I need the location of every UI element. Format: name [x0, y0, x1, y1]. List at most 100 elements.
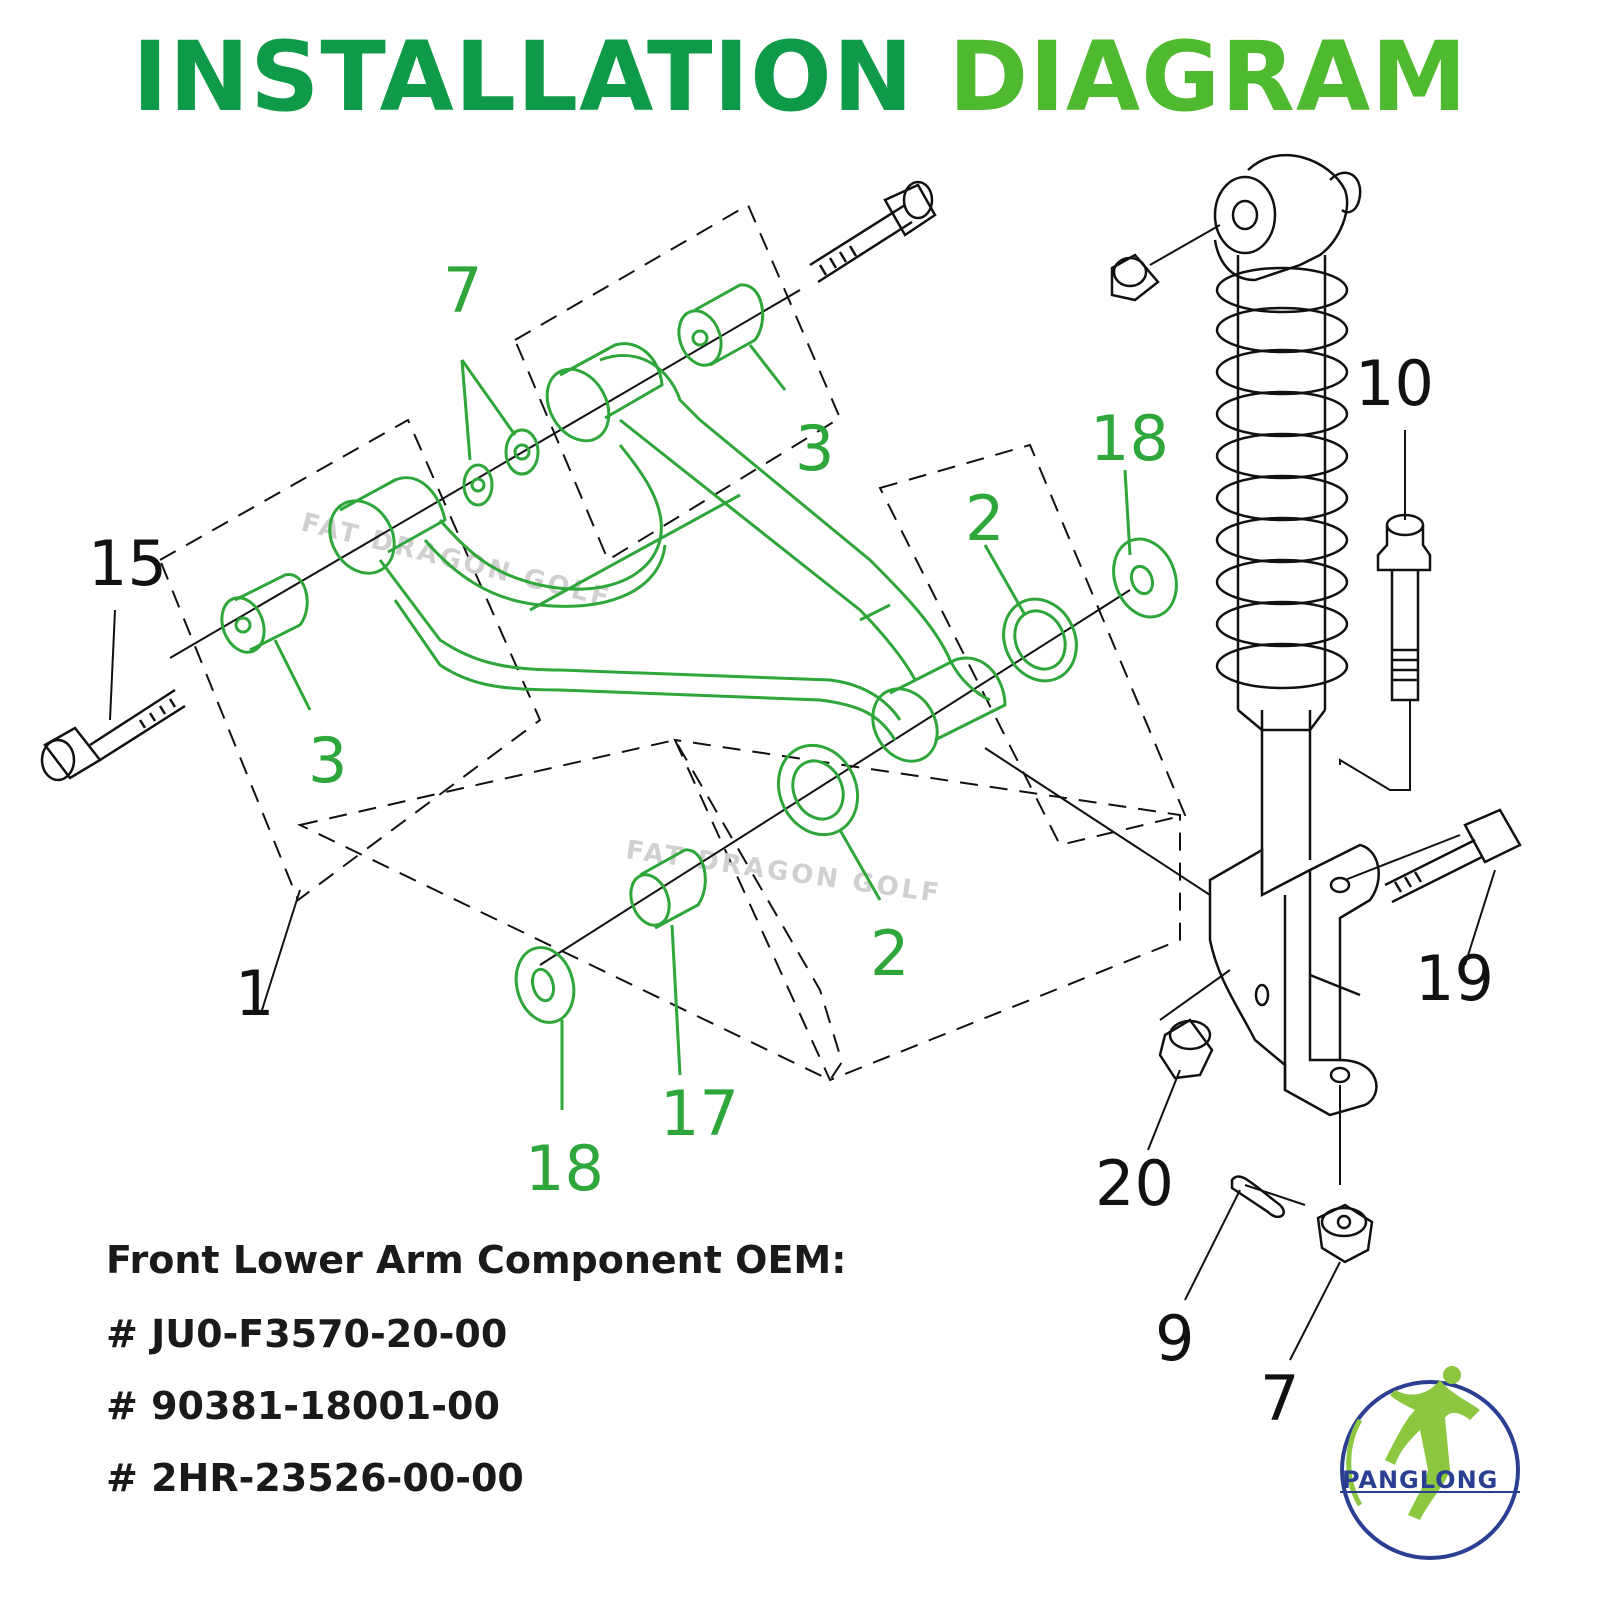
- spring-coil: [1215, 558, 1349, 606]
- leader-1: [261, 889, 301, 1011]
- callout-15: 15: [88, 527, 167, 600]
- bushing-3-rear-face: [220, 596, 266, 654]
- oem-heading: Front Lower Arm Component OEM:: [106, 1238, 847, 1282]
- bushing-2-lower-inner: [791, 759, 845, 821]
- leaders-black: [109, 430, 1496, 1361]
- leader-3-top: [748, 344, 787, 391]
- nut-20-face: [1168, 1019, 1212, 1051]
- a-arm-gusset-line-2: [859, 603, 891, 622]
- bolt-19-head: [1463, 808, 1522, 864]
- a-arm-lower-edge: [378, 559, 902, 721]
- washer-18-upper-bore: [1129, 564, 1155, 596]
- callout-20: 20: [1095, 1147, 1174, 1220]
- a-arm-upper-edge-inner: [619, 418, 917, 681]
- callout-19: 19: [1415, 942, 1494, 1015]
- axis-pin-9: [1244, 1184, 1306, 1206]
- castle-nut-7: [1316, 1203, 1374, 1264]
- callout-17: 17: [660, 1077, 739, 1150]
- callout-2-upper: 2: [965, 482, 1004, 555]
- callout-18-upper: 18: [1090, 402, 1169, 475]
- bolt-15-thread: [138, 698, 177, 729]
- axis-bolt-20: [1159, 969, 1231, 1021]
- oem-part-number: # 90381-18001-00: [106, 1384, 500, 1428]
- spring-coil: [1215, 600, 1349, 648]
- collar-7-b: [504, 428, 540, 476]
- shock-body-outline: [1236, 255, 1327, 710]
- knuckle-hole-lower: [1329, 1066, 1351, 1084]
- spring-coil: [1215, 516, 1349, 564]
- leader-17: [670, 924, 682, 1076]
- washer-18-lower-bore: [530, 967, 556, 1003]
- page-title: INSTALLATION DIAGRAM: [0, 22, 1600, 132]
- knuckle-rib: [1309, 973, 1361, 997]
- oem-part-number: # JU0-F3570-20-00: [106, 1312, 508, 1356]
- pivot-tube-top-body: [559, 342, 664, 420]
- bolt-top-head: [883, 183, 937, 237]
- bolt-15-shank-2: [99, 704, 186, 762]
- callout-7-lower: 7: [1260, 1362, 1299, 1435]
- bolt-19-thread: [1393, 871, 1423, 893]
- leaders-green: [273, 344, 1132, 1110]
- bolt-15-head-face: [40, 738, 76, 782]
- axis-rear: [169, 289, 801, 659]
- a-arm-cross-bend: [438, 444, 663, 591]
- spacer-17-face: [629, 873, 671, 927]
- knuckle-hole-upper: [1329, 876, 1351, 894]
- axis-front: [539, 589, 1131, 966]
- leader-20: [1147, 1069, 1181, 1151]
- nut-shock-top-face: [1112, 256, 1148, 288]
- bolt-top-shank-2: [817, 220, 913, 284]
- castle-nut-7-face: [1320, 1206, 1368, 1238]
- leader-2-upper: [983, 544, 1027, 616]
- spring-coil: [1215, 306, 1349, 354]
- watermark-1: FAT DRAGON GOLF: [298, 508, 614, 614]
- bolt-19-shank-2: [1391, 855, 1483, 904]
- axis-bolt-10: [1339, 700, 1411, 791]
- title-word-1: INSTALLATION: [132, 21, 915, 133]
- outline-outer-group: [673, 738, 1181, 1082]
- leader-7a: [460, 359, 472, 461]
- swing-arc-icon: [1346, 1418, 1363, 1507]
- bolt-15-head: [43, 726, 102, 780]
- washer-18-upper: [1112, 537, 1178, 619]
- pivot-tube-front-body: [889, 656, 1007, 742]
- callout-10: 10: [1355, 347, 1434, 420]
- bushing-2-upper-inner: [1013, 609, 1067, 671]
- bolt-10-shank: [1390, 570, 1420, 702]
- oem-part-number: # 2HR-23526-00-00: [106, 1456, 524, 1500]
- bushing-3-top-bore: [691, 329, 709, 347]
- shock-top-eye-bore: [1231, 199, 1259, 231]
- knuckle-bracket-edge: [1283, 870, 1340, 1090]
- bushing-3-top: [694, 283, 765, 367]
- bolt-19-shank: [1384, 838, 1476, 887]
- bolt-top-shank: [809, 203, 906, 267]
- leader-2-lower: [838, 829, 882, 901]
- bolt-top-thread: [818, 245, 858, 276]
- shock-top-stud: [1329, 171, 1362, 214]
- collar-7-a-bore: [470, 477, 486, 493]
- shock-spring: [1215, 266, 1349, 690]
- spring-coil: [1215, 474, 1349, 522]
- spring-coil: [1215, 266, 1349, 314]
- bushing-3-rear: [234, 573, 309, 652]
- knuckle-hole-side: [1254, 983, 1270, 1007]
- bushing-2-upper: [1002, 597, 1078, 683]
- leader-7b: [460, 359, 517, 436]
- logo-ring: [1340, 1380, 1520, 1560]
- leader-19: [1464, 869, 1496, 966]
- spring-coil: [1215, 390, 1349, 438]
- green-parts: [220, 283, 1178, 1024]
- spring-coil: [1215, 348, 1349, 396]
- collar-7-b-bore: [513, 443, 531, 461]
- title-word-2: DIAGRAM: [948, 21, 1468, 133]
- axis-shock-top: [1149, 224, 1221, 266]
- axis-bolt-19: [1344, 834, 1461, 881]
- castle-nut-7-bore: [1336, 1214, 1352, 1230]
- logo-text: PANGLONG: [1342, 1466, 1498, 1494]
- spring-coil: [1215, 432, 1349, 480]
- pivot-tube-front: [871, 687, 939, 763]
- bolt-10-thread: [1392, 648, 1418, 682]
- leader-15: [109, 609, 116, 721]
- shock-top-eye: [1213, 153, 1349, 282]
- callout-1: 1: [235, 957, 274, 1030]
